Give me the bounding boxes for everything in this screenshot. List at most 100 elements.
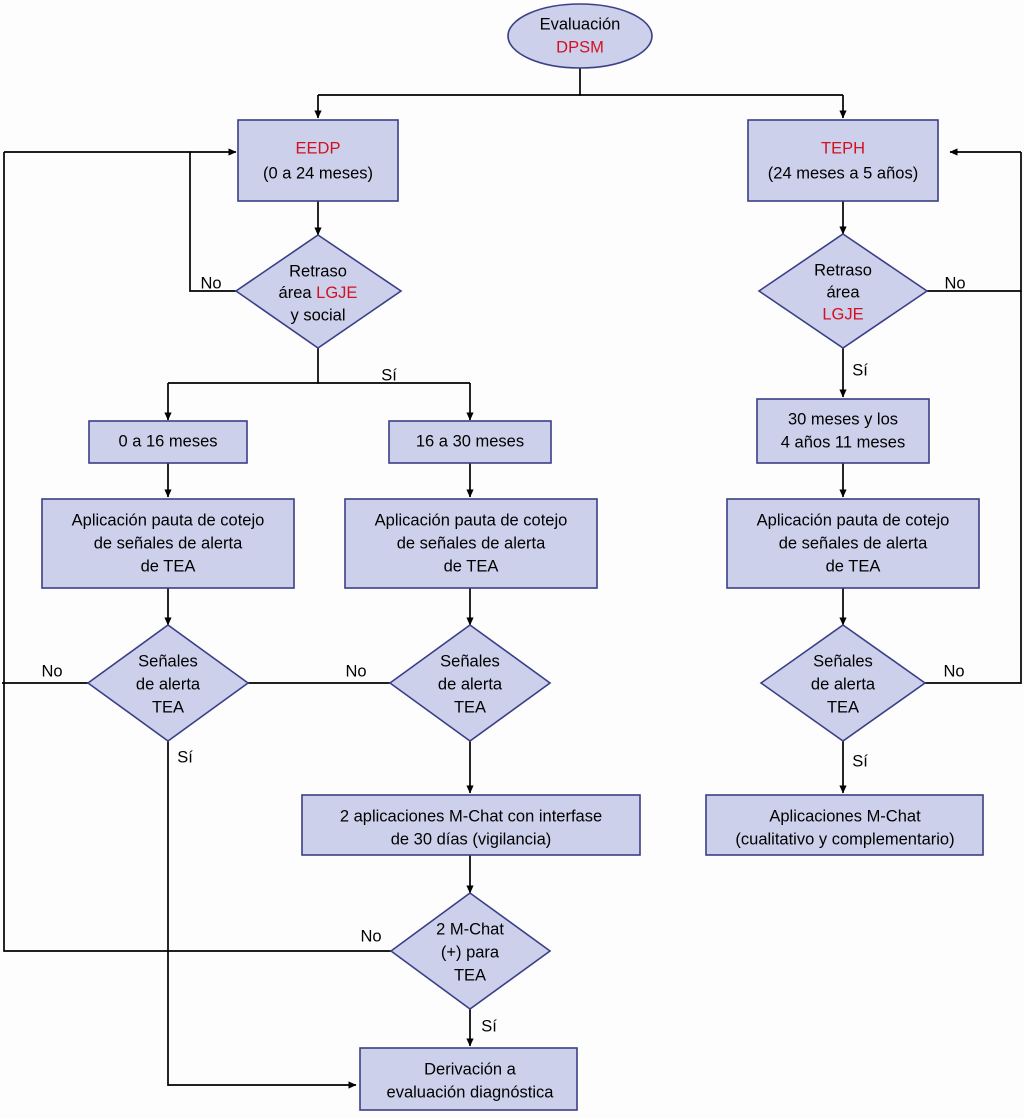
node-mchat-right[interactable]: Aplicaciones M-Chat (cualitativo y compl… — [705, 794, 984, 856]
mchat-mid-label-line1: 2 aplicaciones M-Chat con interfase — [340, 807, 602, 825]
node-pauta-left[interactable]: Aplicación pauta de cotejo de señales de… — [41, 498, 295, 589]
node-senales-mid[interactable]: Señales de alerta TEA — [388, 624, 552, 742]
mchat-decision-diamond-shape[interactable] — [389, 892, 552, 1010]
derivacion-label-line1: Derivación a — [424, 1060, 517, 1078]
node-pauta-right[interactable]: Aplicación pauta de cotejo de señales de… — [726, 498, 980, 589]
mchat-decision-label-line2: (+) para — [441, 943, 500, 961]
edge-label-retraso-left-si: Sí — [381, 366, 397, 384]
edge-label-retraso-right-si: Sí — [852, 361, 868, 379]
start-label-line2: DPSM — [556, 38, 604, 56]
range-30-meses-label-line2: 4 años 11 meses — [781, 433, 905, 451]
node-mchat-decision[interactable]: 2 M-Chat (+) para TEA — [389, 892, 552, 1010]
node-eedp[interactable]: EEDP (0 a 24 meses) — [237, 119, 399, 202]
senales-mid-label-line1: Señales — [440, 652, 500, 670]
edge-label-group: No Sí No Sí No Sí No No Sí No Sí — [41, 274, 965, 1035]
edge-label-decision-no: No — [360, 927, 381, 945]
edge-label-senales-right-no: No — [943, 662, 964, 680]
teph-label-line2: (24 meses a 5 años) — [768, 164, 918, 182]
pauta-mid-label-line3: de TEA — [444, 557, 499, 575]
node-derivacion[interactable]: Derivación a evaluación diagnóstica — [359, 1047, 578, 1111]
pauta-left-label-line1: Aplicación pauta de cotejo — [72, 511, 265, 529]
edge-label-senales-right-si: Sí — [852, 752, 868, 770]
mchat-right-box-shape[interactable] — [705, 794, 984, 856]
retraso-right-diamond-shape[interactable] — [757, 233, 929, 349]
range-30-meses-box-shape[interactable] — [756, 398, 930, 464]
node-teph[interactable]: TEPH (24 meses a 5 años) — [747, 119, 939, 202]
mchat-right-label-line2: (cualitativo y complementario) — [735, 830, 954, 848]
pauta-left-box-shape[interactable] — [41, 498, 295, 589]
node-pauta-mid[interactable]: Aplicación pauta de cotejo de señales de… — [344, 498, 598, 589]
senales-right-label-line2: de alerta — [811, 675, 876, 693]
eedp-label-line1: EEDP — [296, 139, 341, 157]
edge-senales-left-si — [167, 741, 357, 1089]
retraso-left-line2-lgje: LGJE — [316, 284, 357, 302]
node-range-16-30[interactable]: 16 a 30 meses — [388, 420, 552, 464]
senales-left-diamond-shape[interactable] — [86, 624, 250, 742]
teph-label-line1: TEPH — [821, 139, 865, 157]
retraso-left-label-line2: área LGJE — [279, 284, 358, 302]
edge-retraso-right-no — [927, 152, 1022, 292]
derivacion-box-shape[interactable] — [359, 1047, 578, 1111]
senales-left-label-line1: Señales — [138, 652, 198, 670]
edge-label-retraso-right-no: No — [944, 274, 965, 292]
senales-mid-label-line2: de alerta — [438, 675, 503, 693]
mchat-decision-label-line3: TEA — [454, 966, 486, 984]
pauta-mid-box-shape[interactable] — [344, 498, 598, 589]
senales-right-label-line1: Señales — [813, 652, 873, 670]
start-ellipse-shape[interactable] — [507, 3, 653, 69]
range-0-16-box-shape[interactable] — [88, 420, 248, 464]
edge-label-senales-left-no: No — [41, 662, 62, 680]
node-senales-right[interactable]: Señales de alerta TEA — [759, 624, 927, 742]
edge-label-senales-left-si: Sí — [177, 748, 193, 766]
pauta-mid-label-line2: de señales de alerta — [397, 534, 546, 552]
mchat-decision-label-line1: 2 M-Chat — [436, 920, 504, 938]
pauta-right-label-line2: de señales de alerta — [779, 534, 928, 552]
edge-label-retraso-left-no: No — [200, 274, 221, 292]
start-label-line1: Evaluación — [540, 15, 621, 33]
node-start[interactable]: Evaluación DPSM — [507, 3, 653, 69]
senales-right-label-line3: TEA — [827, 698, 859, 716]
pauta-right-box-shape[interactable] — [726, 498, 980, 589]
pauta-mid-label-line1: Aplicación pauta de cotejo — [375, 511, 568, 529]
senales-mid-diamond-shape[interactable] — [388, 624, 552, 742]
node-retraso-right[interactable]: Retraso área LGJE — [757, 233, 929, 349]
node-range-30-meses[interactable]: 30 meses y los 4 años 11 meses — [756, 398, 930, 464]
mchat-mid-box-shape[interactable] — [301, 794, 641, 856]
retraso-right-label-line3: LGJE — [822, 305, 863, 323]
senales-left-label-line3: TEA — [152, 698, 184, 716]
range-0-16-label: 0 a 16 meses — [118, 432, 217, 450]
eedp-label-line2: (0 a 24 meses) — [263, 164, 373, 182]
retraso-right-label-line2: área — [826, 283, 860, 301]
senales-left-label-line2: de alerta — [136, 675, 201, 693]
retraso-right-label-line1: Retraso — [814, 261, 872, 279]
pauta-left-label-line2: de señales de alerta — [94, 534, 243, 552]
node-retraso-left[interactable]: Retraso área LGJE y social — [234, 234, 403, 349]
range-16-30-label: 16 a 30 meses — [416, 432, 524, 450]
node-range-0-16[interactable]: 0 a 16 meses — [88, 420, 248, 464]
retraso-left-label-line3: y social — [290, 306, 345, 324]
retraso-left-label-line1: Retraso — [289, 262, 347, 280]
retraso-left-line2-prefix: área — [279, 284, 317, 302]
teph-box-shape[interactable] — [747, 119, 939, 202]
range-30-meses-label-line1: 30 meses y los — [788, 410, 898, 428]
edge-retraso-left-no — [4, 151, 236, 292]
senales-mid-label-line3: TEA — [454, 698, 486, 716]
range-16-30-box-shape[interactable] — [388, 420, 552, 464]
mchat-mid-label-line2: de 30 días (vigilancia) — [391, 830, 552, 848]
edge-label-decision-si: Sí — [481, 1017, 497, 1035]
senales-right-diamond-shape[interactable] — [759, 624, 927, 742]
node-senales-left[interactable]: Señales de alerta TEA — [86, 624, 250, 742]
edge-retraso-left-si — [168, 348, 319, 384]
pauta-right-label-line3: de TEA — [826, 557, 881, 575]
node-mchat-mid[interactable]: 2 aplicaciones M-Chat con interfase de 3… — [301, 794, 641, 856]
edge-decision-no — [3, 152, 391, 952]
mchat-right-label-line1: Aplicaciones M-Chat — [769, 807, 921, 825]
edge-senales-right-no — [925, 291, 1022, 684]
eedp-box-shape[interactable] — [237, 119, 399, 202]
retraso-left-diamond-shape[interactable] — [234, 234, 403, 349]
pauta-right-label-line1: Aplicación pauta de cotejo — [757, 511, 950, 529]
pauta-left-label-line3: de TEA — [141, 557, 196, 575]
edge-label-senales-mid-no: No — [345, 662, 366, 680]
